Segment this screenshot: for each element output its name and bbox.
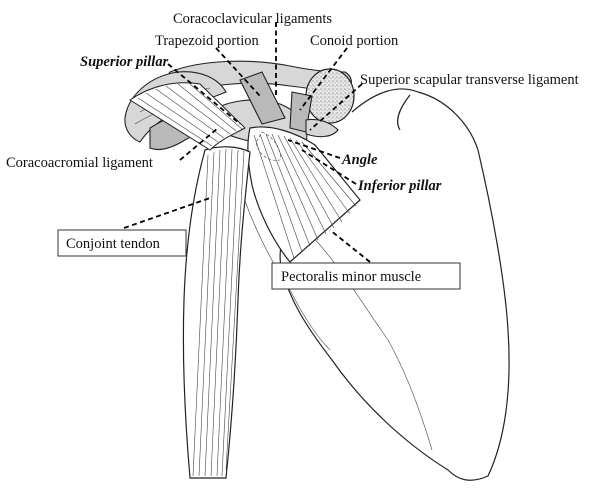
scapular-notch-outline — [398, 95, 410, 130]
coracoclavicular-ligaments-label: Coracoclavicular ligaments — [173, 11, 332, 27]
clavicle-cut-end — [306, 69, 354, 123]
angle-label: Angle — [341, 152, 378, 168]
conjoint-tendon-shape — [183, 147, 250, 478]
conjoint-tendon-label: Conjoint tendon — [66, 236, 161, 252]
lateral-border-line — [300, 225, 432, 450]
pectoralis-minor-muscle-label: Pectoralis minor muscle — [281, 269, 421, 285]
trapezoid-portion-label: Trapezoid portion — [155, 33, 260, 49]
inferior-pillar-label: Inferior pillar — [357, 178, 442, 194]
superior-scapular-transverse-ligament-label: Superior scapular transverse ligament — [360, 72, 579, 88]
conoid-portion-label: Conoid portion — [310, 33, 399, 49]
coracoacromial-ligament-label: Coracoacromial ligament — [6, 155, 153, 171]
superior-pillar-label: Superior pillar — [80, 54, 169, 70]
